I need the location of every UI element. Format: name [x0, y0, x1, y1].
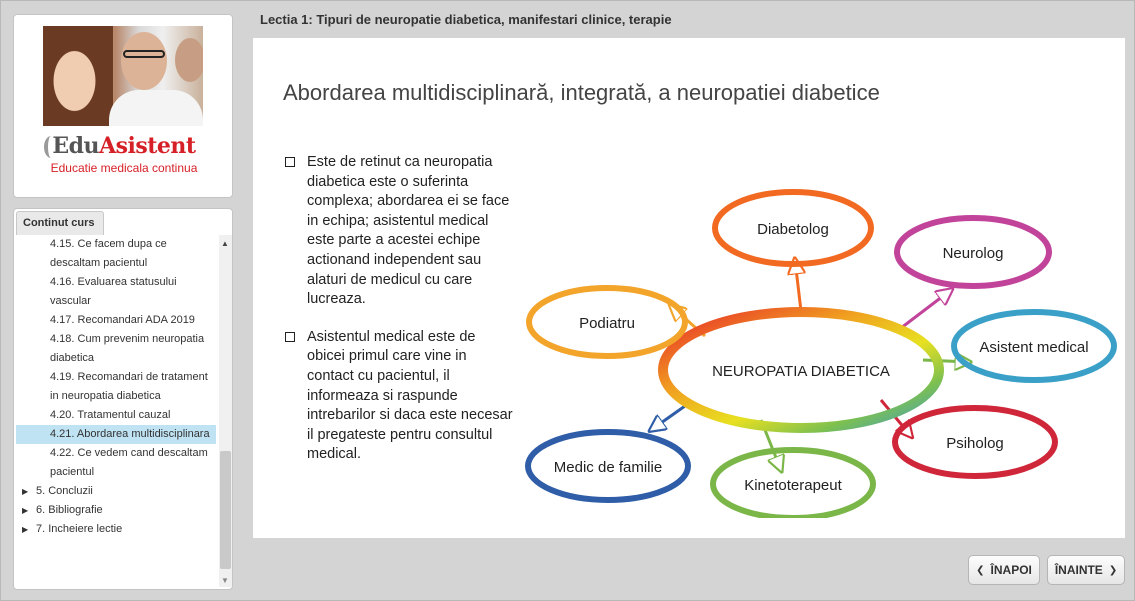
node-label: Podiatru — [579, 315, 635, 332]
slide-content: Abordarea multidisciplinară, integrată, … — [253, 38, 1125, 538]
node-label: Psiholog — [946, 435, 1004, 452]
expand-arrow-icon[interactable]: ▶ — [22, 487, 29, 496]
toc-item-label: 4.15. Ce facem dupa ce descaltam pacient… — [50, 238, 167, 269]
toc-subitem[interactable]: 4.21. Abordarea multidisciplinara — [16, 425, 216, 444]
arrow-medic-de-familie — [651, 404, 686, 430]
node-diabetolog: Diabetolog — [712, 189, 874, 267]
next-button[interactable]: ÎNAINTE ❯ — [1047, 555, 1125, 585]
back-button-label: ÎNAPOI — [990, 563, 1032, 577]
node-label: Diabetolog — [757, 221, 829, 238]
bullet-list: Este de retinut ca neuropatia diabetica … — [283, 153, 513, 483]
toc-subitem[interactable]: 4.17. Recomandari ADA 2019 — [16, 311, 216, 330]
multidisciplinary-diagram: NEUROPATIA DIABETICA Diabetolog Neurolog… — [525, 189, 1117, 518]
bullet-item: Asistentul medical este de obicei primul… — [283, 328, 513, 465]
scrollbar-thumb[interactable] — [220, 451, 231, 569]
arrow-psiholog — [879, 399, 911, 436]
toc-subitem[interactable]: 4.22. Ce vedem cand descaltam pacientul — [16, 444, 216, 482]
toc-item-label: 4.16. Evaluarea statusului vascular — [50, 276, 177, 307]
node-label: Neurolog — [943, 245, 1004, 262]
arrow-neurolog — [900, 290, 951, 330]
course-contents-list: 4.15. Ce facem dupa ce descaltam pacient… — [16, 235, 216, 585]
bullet-item: Este de retinut ca neuropatia diabetica … — [283, 153, 513, 310]
toc-subitem[interactable]: 4.19. Recomandari de tratament in neurop… — [16, 368, 216, 406]
node-label: Asistent medical — [979, 339, 1088, 356]
center-label: NEUROPATIA DIABETICA — [712, 363, 890, 380]
logo-card: EduAsistent Educatie medicala continua — [13, 14, 233, 198]
brand-name-part2: Asistent — [99, 133, 196, 159]
toc-item-label: 4.19. Recomandari de tratament in neurop… — [50, 371, 208, 402]
brand-logo: EduAsistent Educatie medicala continua — [14, 133, 234, 175]
toc-item-label: 7. Incheiere lectie — [36, 523, 123, 535]
toc-subitem[interactable]: 4.18. Cum prevenim neuropatia diabetica — [16, 330, 216, 368]
node-asistent-medical: Asistent medical — [951, 309, 1117, 383]
toc-subitem[interactable]: 4.20. Tratamentul cauzal — [16, 406, 216, 425]
scroll-down-icon[interactable]: ▼ — [221, 576, 229, 585]
toc-subitem[interactable]: 4.16. Evaluarea statusului vascular — [16, 273, 216, 311]
toc-item-label: 4.22. Ce vedem cand descaltam pacientul — [50, 447, 208, 478]
toc-section-item[interactable]: ▶ 7. Incheiere lectie — [16, 520, 216, 539]
toc-section-item[interactable]: ▶ 6. Bibliografie — [16, 501, 216, 520]
center-ellipse — [658, 307, 944, 433]
toc-item-label: 4.18. Cum prevenim neuropatia diabetica — [50, 333, 205, 364]
expand-arrow-icon[interactable]: ▶ — [22, 525, 29, 534]
toc-section-item[interactable]: ▶ 5. Concluzii — [16, 482, 216, 501]
node-medic-de-familie: Medic de familie — [525, 429, 691, 503]
node-label: Medic de familie — [554, 459, 662, 476]
lesson-title: Lectia 1: Tipuri de neuropatie diabetica… — [260, 12, 672, 27]
checkbox-bullet-icon — [285, 157, 295, 167]
slide-heading: Abordarea multidisciplinară, integrată, … — [283, 80, 880, 105]
scroll-up-icon[interactable]: ▲ — [221, 239, 229, 248]
toc-item-label: 6. Bibliografie — [36, 504, 103, 516]
toc-scrollbar[interactable]: ▲ ▼ — [219, 235, 232, 587]
bullet-text: Este de retinut ca neuropatia diabetica … — [307, 154, 510, 308]
node-podiatru: Podiatru — [526, 285, 688, 359]
expand-arrow-icon[interactable]: ▶ — [22, 506, 29, 515]
node-neurolog: Neurolog — [894, 215, 1052, 289]
node-psiholog: Psiholog — [892, 405, 1058, 479]
toc-subitem[interactable]: 4.15. Ce facem dupa ce descaltam pacient… — [16, 235, 216, 273]
brand-swoosh-icon — [44, 136, 58, 158]
toc-item-label: 5. Concluzii — [36, 485, 93, 497]
header-photo — [43, 26, 203, 126]
checkbox-bullet-icon — [285, 331, 295, 342]
toc-item-label: 4.20. Tratamentul cauzal — [50, 409, 171, 421]
bullet-text: Asistentul medical este de obicei primul… — [307, 328, 513, 463]
next-button-label: ÎNAINTE — [1054, 563, 1103, 577]
arrow-diabetolog — [795, 260, 801, 312]
node-label: Kinetoterapeut — [744, 477, 842, 494]
course-contents-panel: Continut curs 4.15. Ce facem dupa ce des… — [13, 208, 233, 590]
tab-course-contents[interactable]: Continut curs — [16, 211, 104, 235]
brand-name-part1: Edu — [52, 133, 100, 159]
brand-tagline: Educatie medicala continua — [50, 161, 198, 175]
toc-item-label: 4.21. Abordarea multidisciplinara — [50, 428, 210, 440]
chevron-left-icon: ❮ — [976, 564, 985, 576]
node-kinetoterapeut: Kinetoterapeut — [710, 447, 876, 518]
chevron-right-icon: ❯ — [1108, 564, 1118, 576]
toc-item-label: 4.17. Recomandari ADA 2019 — [50, 314, 195, 326]
back-button[interactable]: ❮ ÎNAPOI — [968, 555, 1040, 585]
bottom-navigation-bar: ❮ ÎNAPOI ÎNAINTE ❯ — [244, 541, 1134, 599]
